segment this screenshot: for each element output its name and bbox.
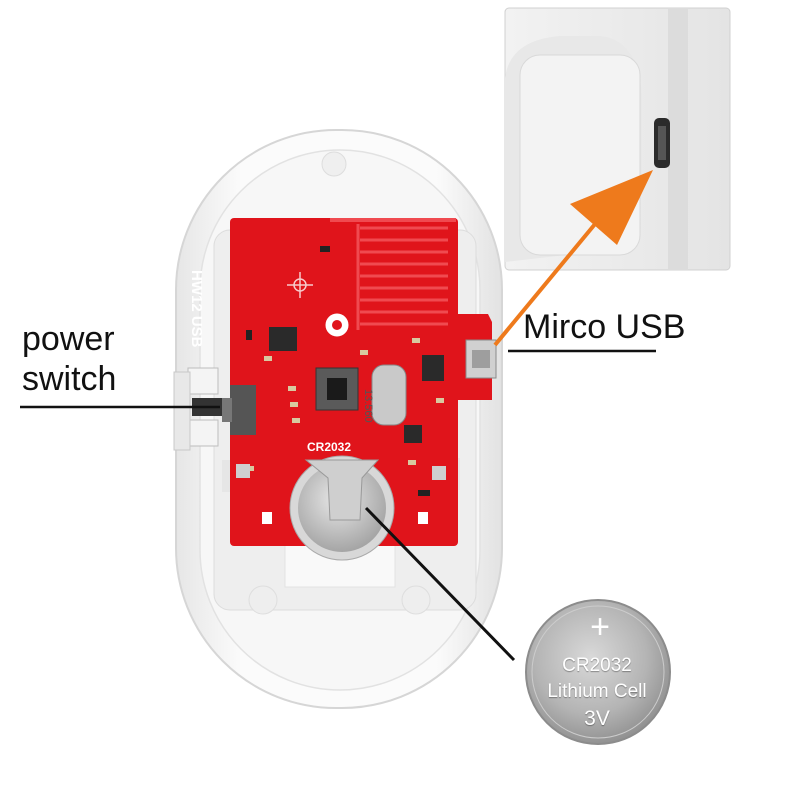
power-switch-label: power switch (22, 322, 116, 402)
pcb-model-label: HW12 USB (188, 270, 205, 348)
usb-arrow (493, 170, 653, 347)
cr2032-battery (525, 599, 671, 745)
battery-pointer (364, 506, 516, 662)
battery-holder-label: CR2032 (307, 440, 352, 454)
battery-voltage-label: 3V (584, 707, 610, 730)
crystal-label: 13.560 (362, 389, 374, 423)
pcb-antenna (356, 224, 448, 330)
power-switch-label-line1: power (22, 320, 115, 358)
micro-usb-label: Mirco USB (523, 308, 686, 346)
power-switch[interactable] (173, 367, 222, 451)
usb-port-zoom-inset (504, 7, 731, 271)
battery-plus-symbol: + (590, 608, 610, 646)
battery-type-label: Lithium Cell (547, 681, 647, 702)
battery-holder (289, 455, 395, 561)
battery-model-label: CR2032 (562, 655, 632, 676)
power-switch-label-line2: switch (22, 360, 117, 398)
pcb-board (222, 218, 497, 546)
